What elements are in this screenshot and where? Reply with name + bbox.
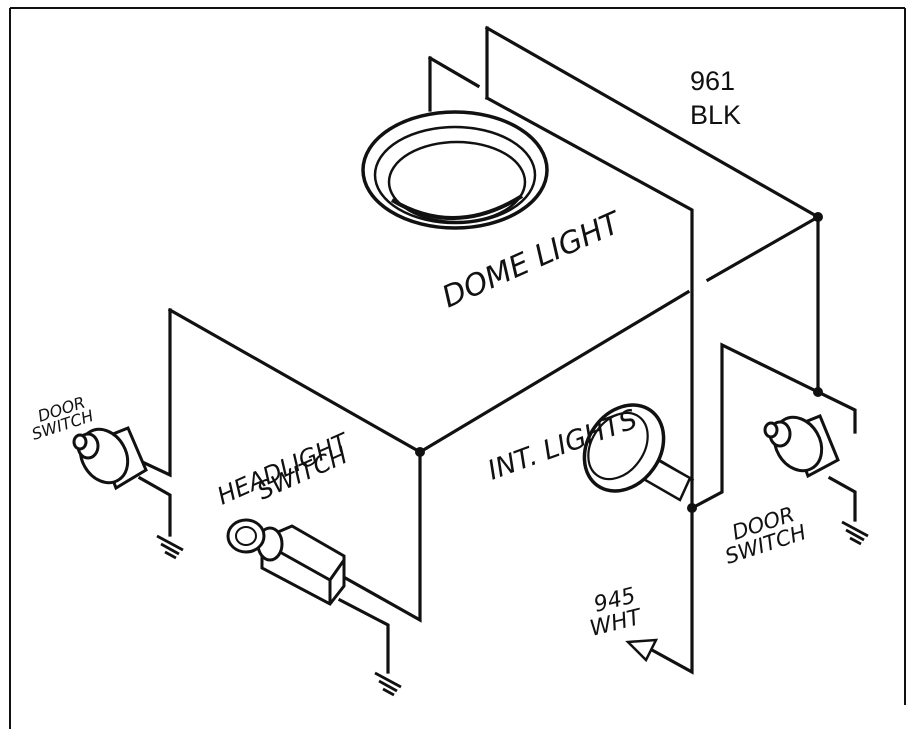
frame-border <box>9 7 906 729</box>
wire-left-box <box>135 307 857 674</box>
ground-symbol-icon <box>841 520 869 546</box>
arrow-icon <box>625 638 659 663</box>
wire-961-color-label: BLK <box>690 100 741 130</box>
dome-light-icon <box>361 110 549 230</box>
wire-961-blk <box>417 25 857 455</box>
ground-symbol-icon <box>374 671 402 697</box>
ground-symbol-icon <box>156 534 184 560</box>
junction-dots <box>415 212 823 513</box>
headlight-switch-icon <box>226 518 346 606</box>
int-lights-lamp-icon <box>582 403 692 502</box>
right-door-switch-icon <box>763 414 840 479</box>
wire-961-number-label: 961 <box>690 66 735 96</box>
left-door-switch-icon <box>72 426 148 491</box>
